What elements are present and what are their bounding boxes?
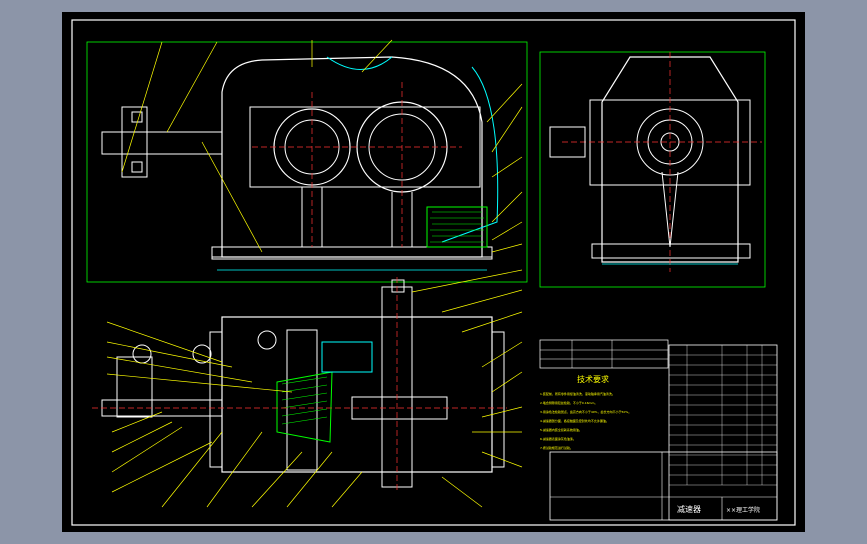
tech-req-line: 4.减速器剖分面、各接触面及密封处均不允许漏油。	[540, 418, 609, 423]
parts-list: 减速器 ××理工学院	[549, 344, 778, 521]
gear-param-table	[539, 339, 669, 369]
tech-requirements-block: 技术要求 1.装配前，所有零件用煤油清洗，滚动轴承用汽油清洗。 2.啮合侧隙用铅…	[539, 339, 669, 450]
tech-req-line: 2.啮合侧隙用铅丝检验，不小于0.16mm。	[540, 400, 597, 405]
tech-req-line: 7.按试验规范进行试验。	[540, 445, 573, 450]
title-block	[549, 451, 778, 521]
housing-outline	[221, 56, 483, 258]
side-housing	[601, 56, 739, 263]
front-view-frame	[86, 41, 528, 283]
housing-section	[221, 316, 493, 473]
drawing-canvas: 技术要求 1.装配前，所有零件用煤油清洗，滚动轴承用汽油清洗。 2.啮合侧隙用铅…	[71, 19, 796, 526]
tech-req-line: 1.装配前，所有零件用煤油清洗，滚动轴承用汽油清洗。	[540, 391, 615, 396]
tech-req-line: 6.减速器表面涂灰色油漆。	[540, 436, 576, 441]
intermediate-shaft	[286, 329, 318, 471]
drawing-sheet: 技术要求 1.装配前，所有零件用煤油清洗，滚动轴承用汽油清洗。 2.啮合侧隙用铅…	[62, 12, 805, 532]
front-view	[86, 39, 528, 283]
parts-list-table	[668, 344, 778, 521]
base-flange	[211, 246, 493, 260]
tech-req-title: 技术要求	[577, 374, 609, 384]
side-view	[539, 51, 766, 288]
school-name: ××理工学院	[726, 506, 760, 514]
plan-section-view	[92, 269, 523, 508]
split-plane-box	[249, 106, 481, 188]
coupling	[121, 106, 148, 178]
drawing-border	[71, 19, 796, 526]
tech-req-line: 5.减速器内装全损耗系统用油。	[540, 427, 582, 432]
side-view-frame	[539, 51, 766, 288]
tech-req-line: 3.用涂色法检验斑点，齿高方向不小于40%，齿长方向不小于50%。	[540, 409, 631, 414]
drawing-name: 减速器	[677, 504, 701, 514]
